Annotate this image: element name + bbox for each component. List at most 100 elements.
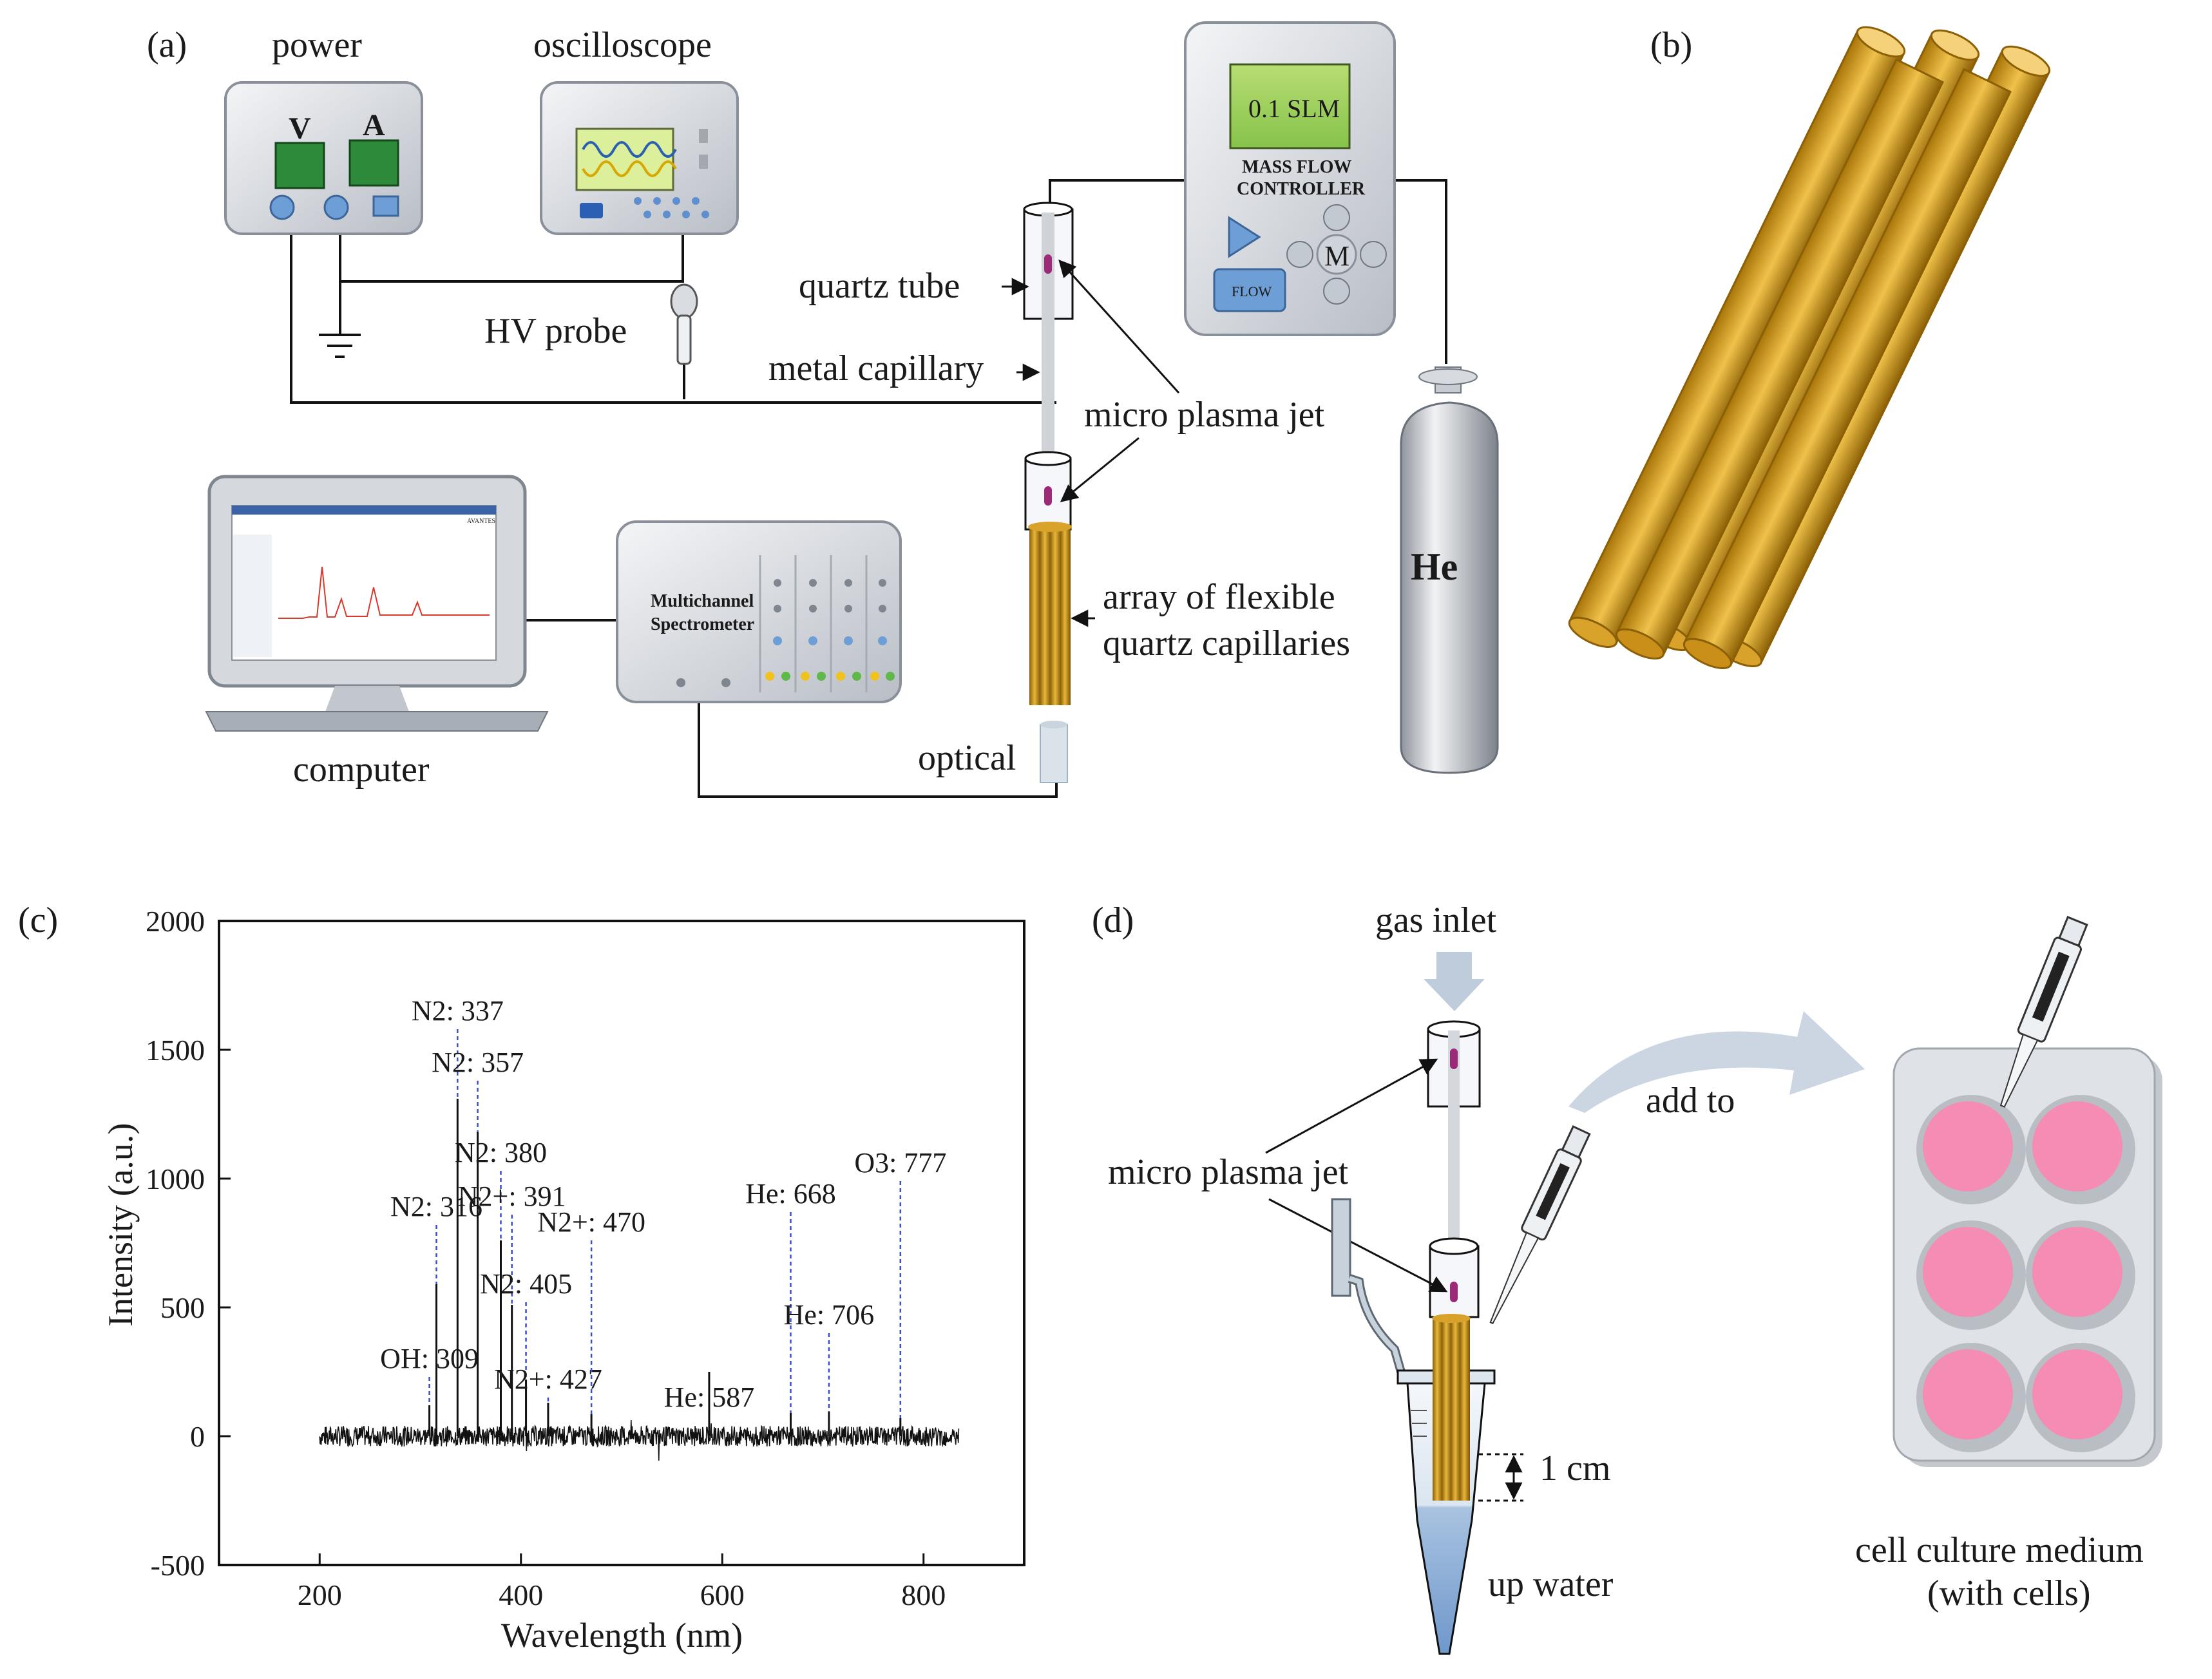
x-tick-label: 800 bbox=[901, 1579, 946, 1611]
spectrometer-label-1: Multichannel bbox=[651, 591, 754, 611]
helium-cylinder: He bbox=[1400, 366, 1499, 774]
spectrometer-label-2: Spectrometer bbox=[651, 614, 754, 634]
optical-fiber bbox=[1040, 724, 1068, 783]
hv-probe-label: HV probe bbox=[484, 311, 627, 351]
peak-label: N2: 405 bbox=[480, 1268, 572, 1300]
panel-c-letter: (c) bbox=[18, 900, 58, 940]
distance-label: 1 cm bbox=[1540, 1448, 1610, 1488]
peak-label: N2: 337 bbox=[412, 995, 504, 1027]
oscilloscope-trace-yellow bbox=[582, 160, 677, 177]
well bbox=[2026, 1095, 2135, 1204]
computer: AVANTES computer bbox=[205, 475, 549, 790]
plot-frame bbox=[218, 920, 1025, 1566]
panel-a-letter: (a) bbox=[147, 25, 187, 65]
peak-label: He: 668 bbox=[745, 1178, 836, 1209]
y-tick-label: 2000 bbox=[146, 905, 205, 938]
mfc-title-1: MASS FLOW bbox=[1242, 157, 1351, 177]
mfc-flow-label: FLOW bbox=[1232, 283, 1272, 299]
panel-b-letter: (b) bbox=[1650, 25, 1692, 65]
y-tick-label: 500 bbox=[160, 1291, 205, 1324]
hv-probe-icon bbox=[670, 283, 698, 319]
mfc-display-text: 0.1 SLM bbox=[1248, 94, 1340, 123]
well bbox=[1916, 1220, 2026, 1330]
micro-plasma-jet-label-d: micro plasma jet bbox=[1108, 1152, 1349, 1192]
x-tick-label: 600 bbox=[700, 1579, 745, 1611]
y-axis-label: Intensity (a.u.) bbox=[101, 1123, 140, 1327]
panel-d: (d) gas inlet micro plasma jet bbox=[1092, 900, 2162, 1655]
jet-assembly bbox=[1023, 202, 1074, 783]
gas-inlet-label: gas inlet bbox=[1375, 900, 1497, 940]
mass-flow-controller: 0.1 SLM MASS FLOW CONTROLLER FLOW M bbox=[1184, 21, 1396, 336]
peak-label: He: 706 bbox=[784, 1299, 875, 1331]
distance-marker bbox=[1478, 1453, 1523, 1502]
peak-label: O3: 777 bbox=[854, 1147, 946, 1179]
pipette-icon bbox=[1489, 1125, 1591, 1325]
well bbox=[2026, 1343, 2135, 1452]
oscilloscope-screen bbox=[575, 128, 674, 191]
power-knob-2 bbox=[323, 194, 349, 220]
well bbox=[1916, 1343, 2026, 1452]
plasma-glow-upper bbox=[1044, 254, 1052, 274]
panel-b: (b) bbox=[1568, 25, 2051, 669]
y-tick-label: 1500 bbox=[146, 1034, 205, 1067]
array-label-2: quartz capillaries bbox=[1103, 623, 1350, 663]
add-to-arrow-icon bbox=[1568, 1011, 1865, 1113]
peak-label: N2+: 470 bbox=[537, 1206, 645, 1238]
panel-a: (a) power V A bbox=[147, 21, 1499, 798]
volt-label: V bbox=[289, 111, 311, 146]
oscilloscope: oscilloscope bbox=[533, 25, 739, 235]
oscilloscope-trace-blue bbox=[582, 141, 677, 158]
peak-label: He: 587 bbox=[664, 1381, 755, 1413]
tube-clamp bbox=[1331, 1198, 1406, 1373]
peak-label: N2: 380 bbox=[455, 1137, 547, 1168]
screen-spectrum bbox=[278, 566, 490, 619]
cylinder-label: He bbox=[1411, 545, 1458, 588]
peak-label: N2: 316 bbox=[390, 1191, 482, 1222]
array-label-1: array of flexible bbox=[1103, 577, 1335, 617]
y-tick-label: 1000 bbox=[146, 1162, 205, 1195]
peak-label: N2+: 391 bbox=[458, 1181, 566, 1212]
capillary-bundle-d bbox=[1432, 1314, 1471, 1501]
gas-inlet-arrow-icon bbox=[1424, 952, 1485, 1011]
y-tick-label: -500 bbox=[151, 1549, 205, 1582]
capillary-bundle bbox=[1028, 522, 1072, 705]
power-supply: power V A bbox=[224, 25, 423, 235]
peak-label: OH: 309 bbox=[380, 1343, 479, 1374]
well bbox=[1916, 1095, 2026, 1204]
optical-label: optical bbox=[918, 738, 1016, 778]
metal-capillary bbox=[1042, 213, 1054, 483]
peak-label: N2: 357 bbox=[432, 1047, 524, 1078]
screen-brand: AVANTES bbox=[467, 518, 495, 525]
mfc-title-2: CONTROLLER bbox=[1237, 179, 1366, 199]
medium-label-2: (with cells) bbox=[1927, 1573, 2090, 1613]
mfc-flow-button bbox=[1213, 268, 1286, 312]
add-to-label: add to bbox=[1646, 1081, 1735, 1121]
computer-screen bbox=[231, 505, 497, 661]
power-label: power bbox=[272, 25, 362, 65]
hv-probe: HV probe bbox=[484, 283, 698, 365]
capillary-bundle-3d bbox=[1568, 26, 2051, 669]
spectrometer: Multichannel Spectrometer bbox=[616, 520, 902, 703]
spectrum-line bbox=[319, 1420, 960, 1461]
power-switch bbox=[372, 195, 399, 217]
x-tick-label: 400 bbox=[499, 1579, 543, 1611]
x-tick-label: 200 bbox=[298, 1579, 342, 1611]
jet-assembly-d bbox=[1427, 1020, 1481, 1318]
peak-label: N2+: 427 bbox=[494, 1363, 602, 1395]
x-axis-label: Wavelength (nm) bbox=[501, 1616, 743, 1655]
power-knob-1 bbox=[269, 194, 295, 220]
mfc-knob-label: M bbox=[1324, 240, 1349, 272]
water-label: up water bbox=[1488, 1564, 1614, 1604]
oscilloscope-button bbox=[580, 203, 603, 218]
amp-label: A bbox=[363, 108, 385, 142]
quartz-tube-label: quartz tube bbox=[799, 266, 960, 306]
well bbox=[2026, 1220, 2135, 1330]
metal-capillary-label: metal capillary bbox=[768, 348, 984, 388]
mfc-display bbox=[1229, 63, 1351, 149]
pipette-icon-large bbox=[1999, 916, 2088, 1108]
computer-label: computer bbox=[293, 750, 430, 790]
mfc-knob-icon bbox=[1316, 234, 1357, 275]
